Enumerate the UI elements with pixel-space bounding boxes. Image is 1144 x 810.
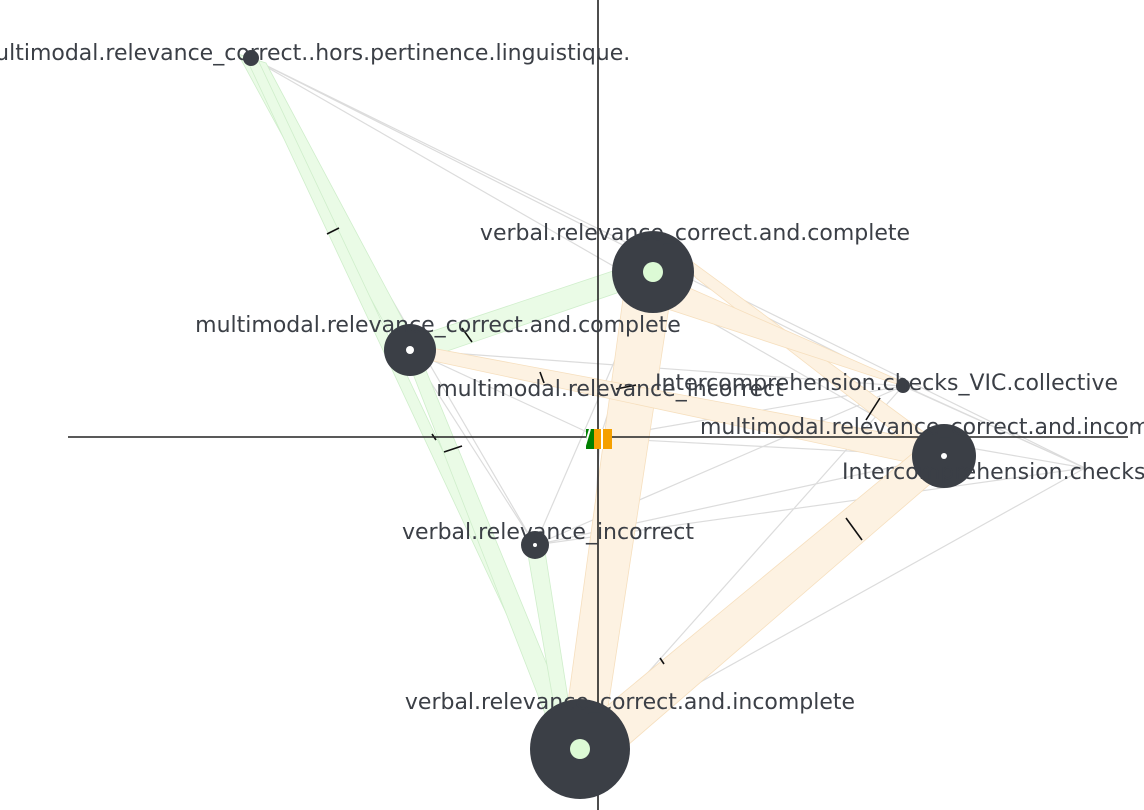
node-intercomp-vic-collective[interactable]: [896, 379, 910, 393]
edge-green: [405, 261, 647, 362]
edge-mark: [443, 445, 463, 453]
node-circle: [896, 379, 910, 393]
center-marker: [583, 428, 612, 450]
green-edges: [237, 53, 647, 755]
node-core: [941, 453, 947, 459]
edge-mark: [461, 327, 473, 343]
node-circle: [243, 50, 259, 66]
nodes: [243, 50, 976, 799]
node-verbal-correct-incomplete[interactable]: [530, 699, 630, 799]
node-label: multimodal.relevance_correct.and.complet…: [195, 313, 681, 338]
edge: [409, 349, 601, 439]
edge-mark: [326, 227, 340, 235]
axes: [68, 0, 1128, 810]
node-label: multimodal.relevance_incorrect: [436, 377, 784, 402]
edge-mark: [845, 517, 863, 541]
node-core: [570, 739, 590, 759]
center-marker-slash: [583, 428, 591, 450]
node-verbal-correct-complete[interactable]: [612, 231, 694, 313]
node-core: [643, 262, 663, 282]
node-multimodal-correct-incomplete[interactable]: [912, 424, 976, 488]
node-label: Intercomprehension.checks_VIC.collective: [655, 371, 1118, 396]
node-multimodal-correct-complete[interactable]: [384, 324, 436, 376]
edge-mark: [615, 384, 637, 390]
labels: multimodal.relevance_correct..hors.perti…: [0, 41, 1144, 715]
edge: [250, 57, 904, 387]
node-label: verbal.relevance_correct.and.incomplete: [405, 690, 855, 715]
node-core: [406, 346, 414, 354]
node-label: verbal.relevance_correct.and.complete: [480, 221, 910, 246]
node-label: verbal.relevance_incorrect: [402, 520, 694, 545]
edge-mark: [659, 657, 665, 665]
edge-mark: [539, 371, 545, 384]
node-core: [533, 543, 537, 547]
node-label: multimodal.relevance_correct.and.incompl…: [700, 415, 1144, 440]
center-marker-green: [586, 429, 594, 449]
node-label: multimodal.relevance_correct..hors.perti…: [0, 41, 630, 66]
edge: [902, 385, 1086, 469]
edge-mark: [865, 397, 881, 421]
node-verbal-incorrect[interactable]: [521, 531, 549, 559]
node-hors-pertinence[interactable]: [243, 50, 259, 66]
node-label: Intercomprehension.checks: [842, 460, 1144, 485]
